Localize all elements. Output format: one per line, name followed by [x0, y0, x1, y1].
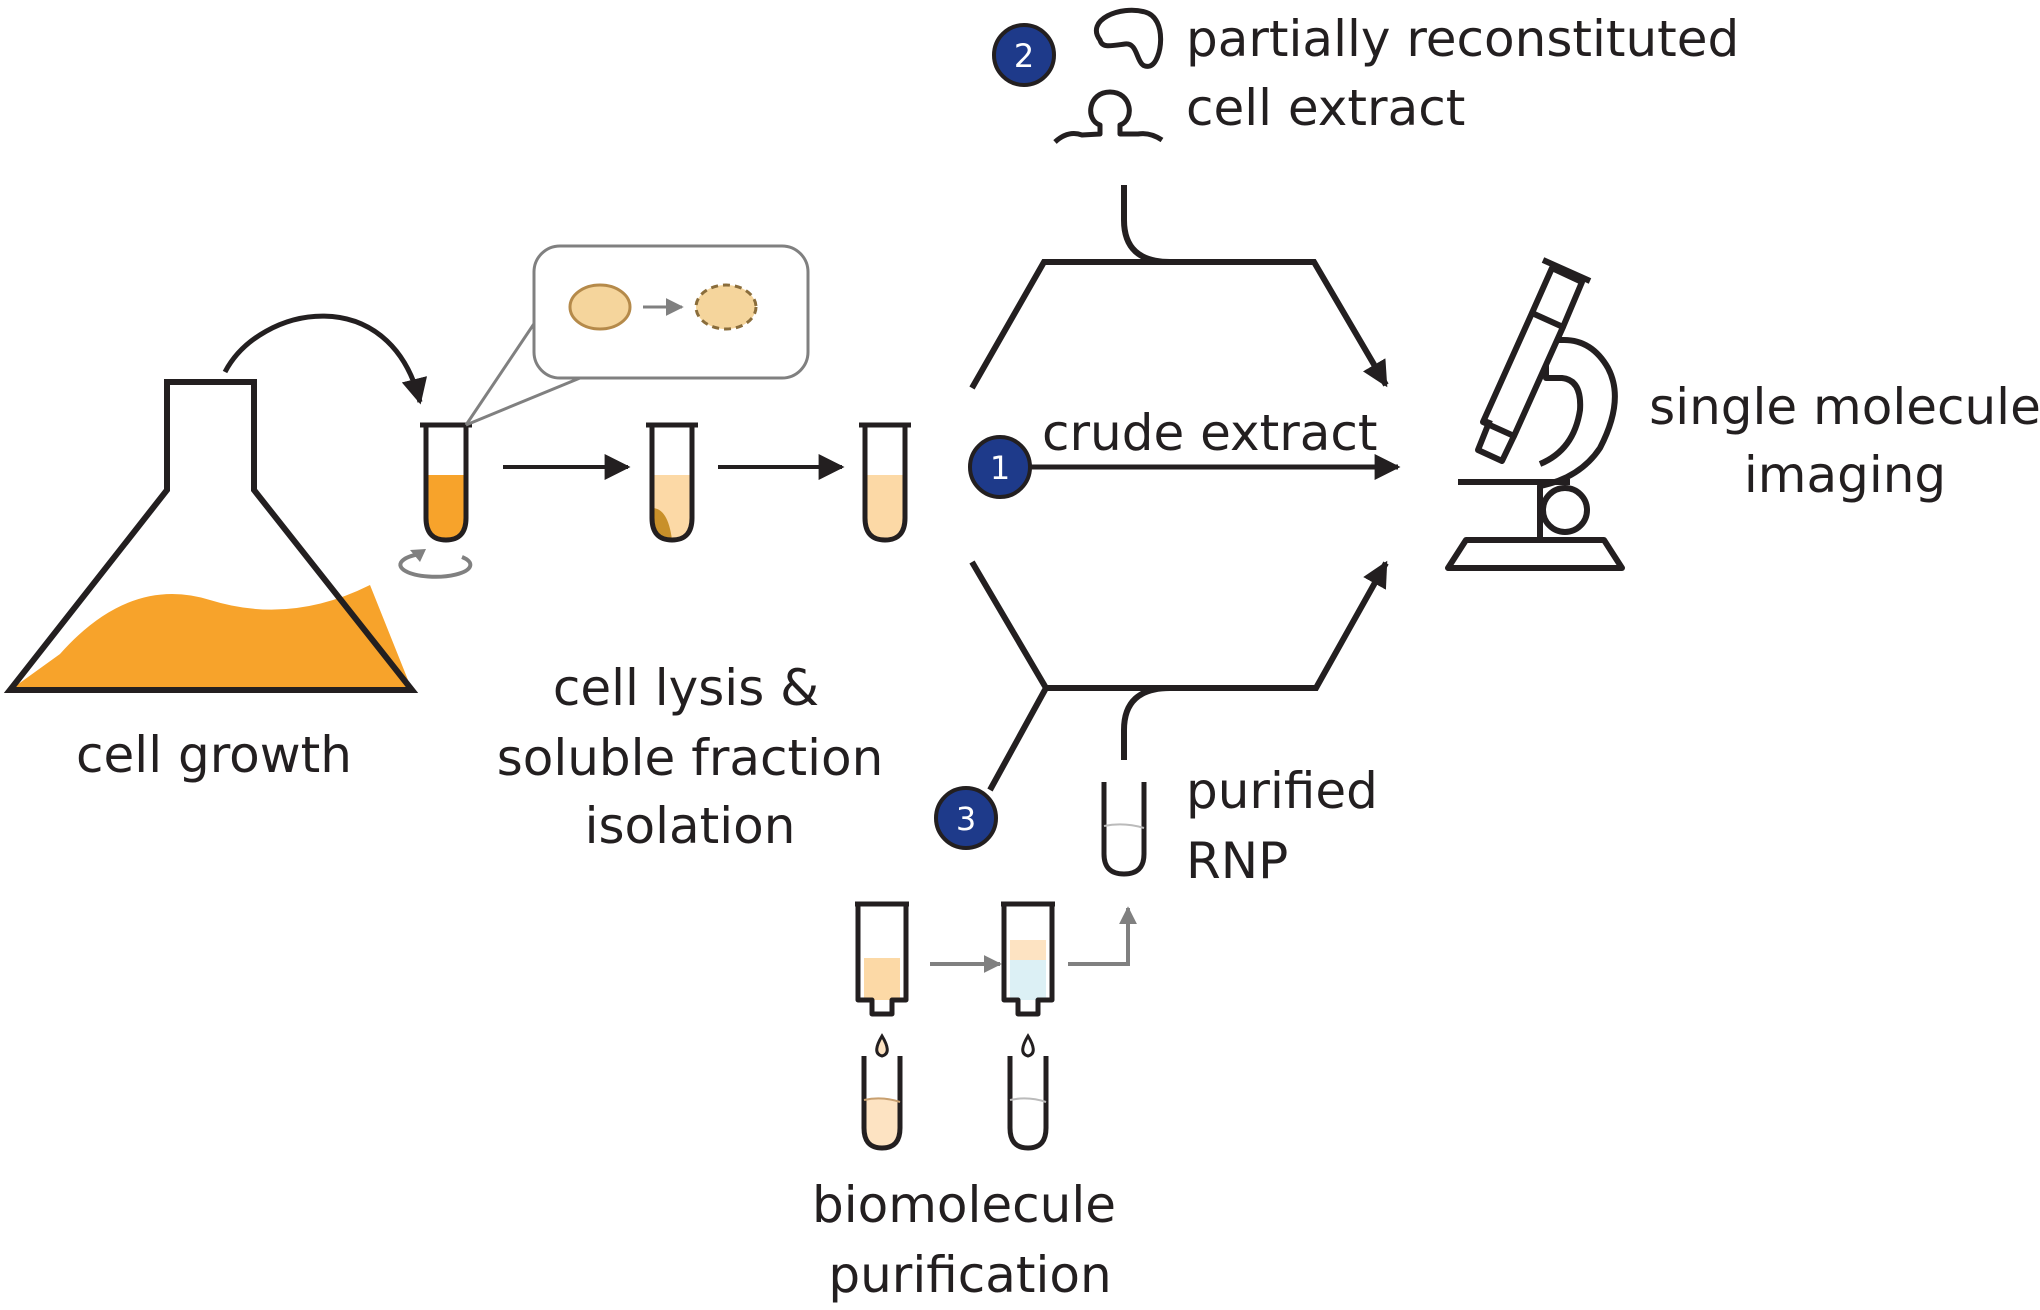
- collection-tube-icon: [861, 1056, 903, 1151]
- cell-growth-label: cell growth: [76, 726, 352, 784]
- biomolecule-label-line-2: purification: [828, 1246, 1111, 1304]
- imaging-label-line-1: single molecule: [1649, 378, 2040, 436]
- branch-path-2: [969, 259, 1389, 390]
- svg-text:1: 1: [990, 449, 1010, 487]
- centrifuge-tube-icon: [859, 422, 911, 543]
- purified-rnp-label-line-2: RNP: [1186, 832, 1288, 890]
- partial-extract-label-line-1: partially reconstituted: [1186, 10, 1739, 68]
- badge-2: 2: [992, 23, 1056, 87]
- branch-path-3: [969, 560, 1389, 691]
- crude-extract-label: crude extract: [1042, 404, 1378, 462]
- column-to-rnp-arrow: [1068, 906, 1137, 966]
- partial-extract-label-line-2: cell extract: [1186, 79, 1465, 137]
- svg-text:2: 2: [1014, 37, 1034, 75]
- droplet-icon: [1021, 1033, 1035, 1058]
- purified-rnp-label-line-1: purified: [1186, 762, 1378, 820]
- cell-icon: [568, 283, 632, 331]
- rotation-icon: [398, 549, 473, 579]
- purification-feed-line: [987, 686, 1049, 792]
- droplet-icon: [875, 1033, 889, 1058]
- badge-1: 1: [968, 435, 1032, 499]
- growth-to-tube-arrow: [222, 313, 428, 405]
- badge-3: 3: [934, 786, 998, 850]
- lysis-label-line-2: soluble fraction: [497, 729, 884, 787]
- lysis-label-line-3: isolation: [585, 797, 796, 855]
- lysed-cell-icon: [694, 283, 758, 331]
- microscope-icon: [1445, 257, 1625, 571]
- biomolecule-label-line-1: biomolecule: [812, 1176, 1116, 1234]
- purified-rnp-tube-icon: [1101, 782, 1147, 877]
- lysis-label-line-1: cell lysis &: [553, 659, 819, 717]
- collection-tube-icon: [1007, 1056, 1049, 1151]
- centrifuge-tube-icon: [420, 422, 472, 543]
- partial-extract-feed-line: [1121, 185, 1171, 265]
- flask-icon: [3, 379, 419, 693]
- protein-icon: [1094, 7, 1164, 69]
- rna-hairpin-icon: [1053, 89, 1164, 144]
- cell-lysis-callout: [464, 244, 810, 427]
- column-icon: [1001, 901, 1055, 1017]
- column-icon: [855, 901, 909, 1017]
- purified-rnp-feed-line: [1121, 685, 1171, 760]
- imaging-label-line-2: imaging: [1744, 446, 1946, 504]
- svg-text:3: 3: [956, 800, 976, 838]
- centrifuge-tube-icon: [646, 422, 698, 543]
